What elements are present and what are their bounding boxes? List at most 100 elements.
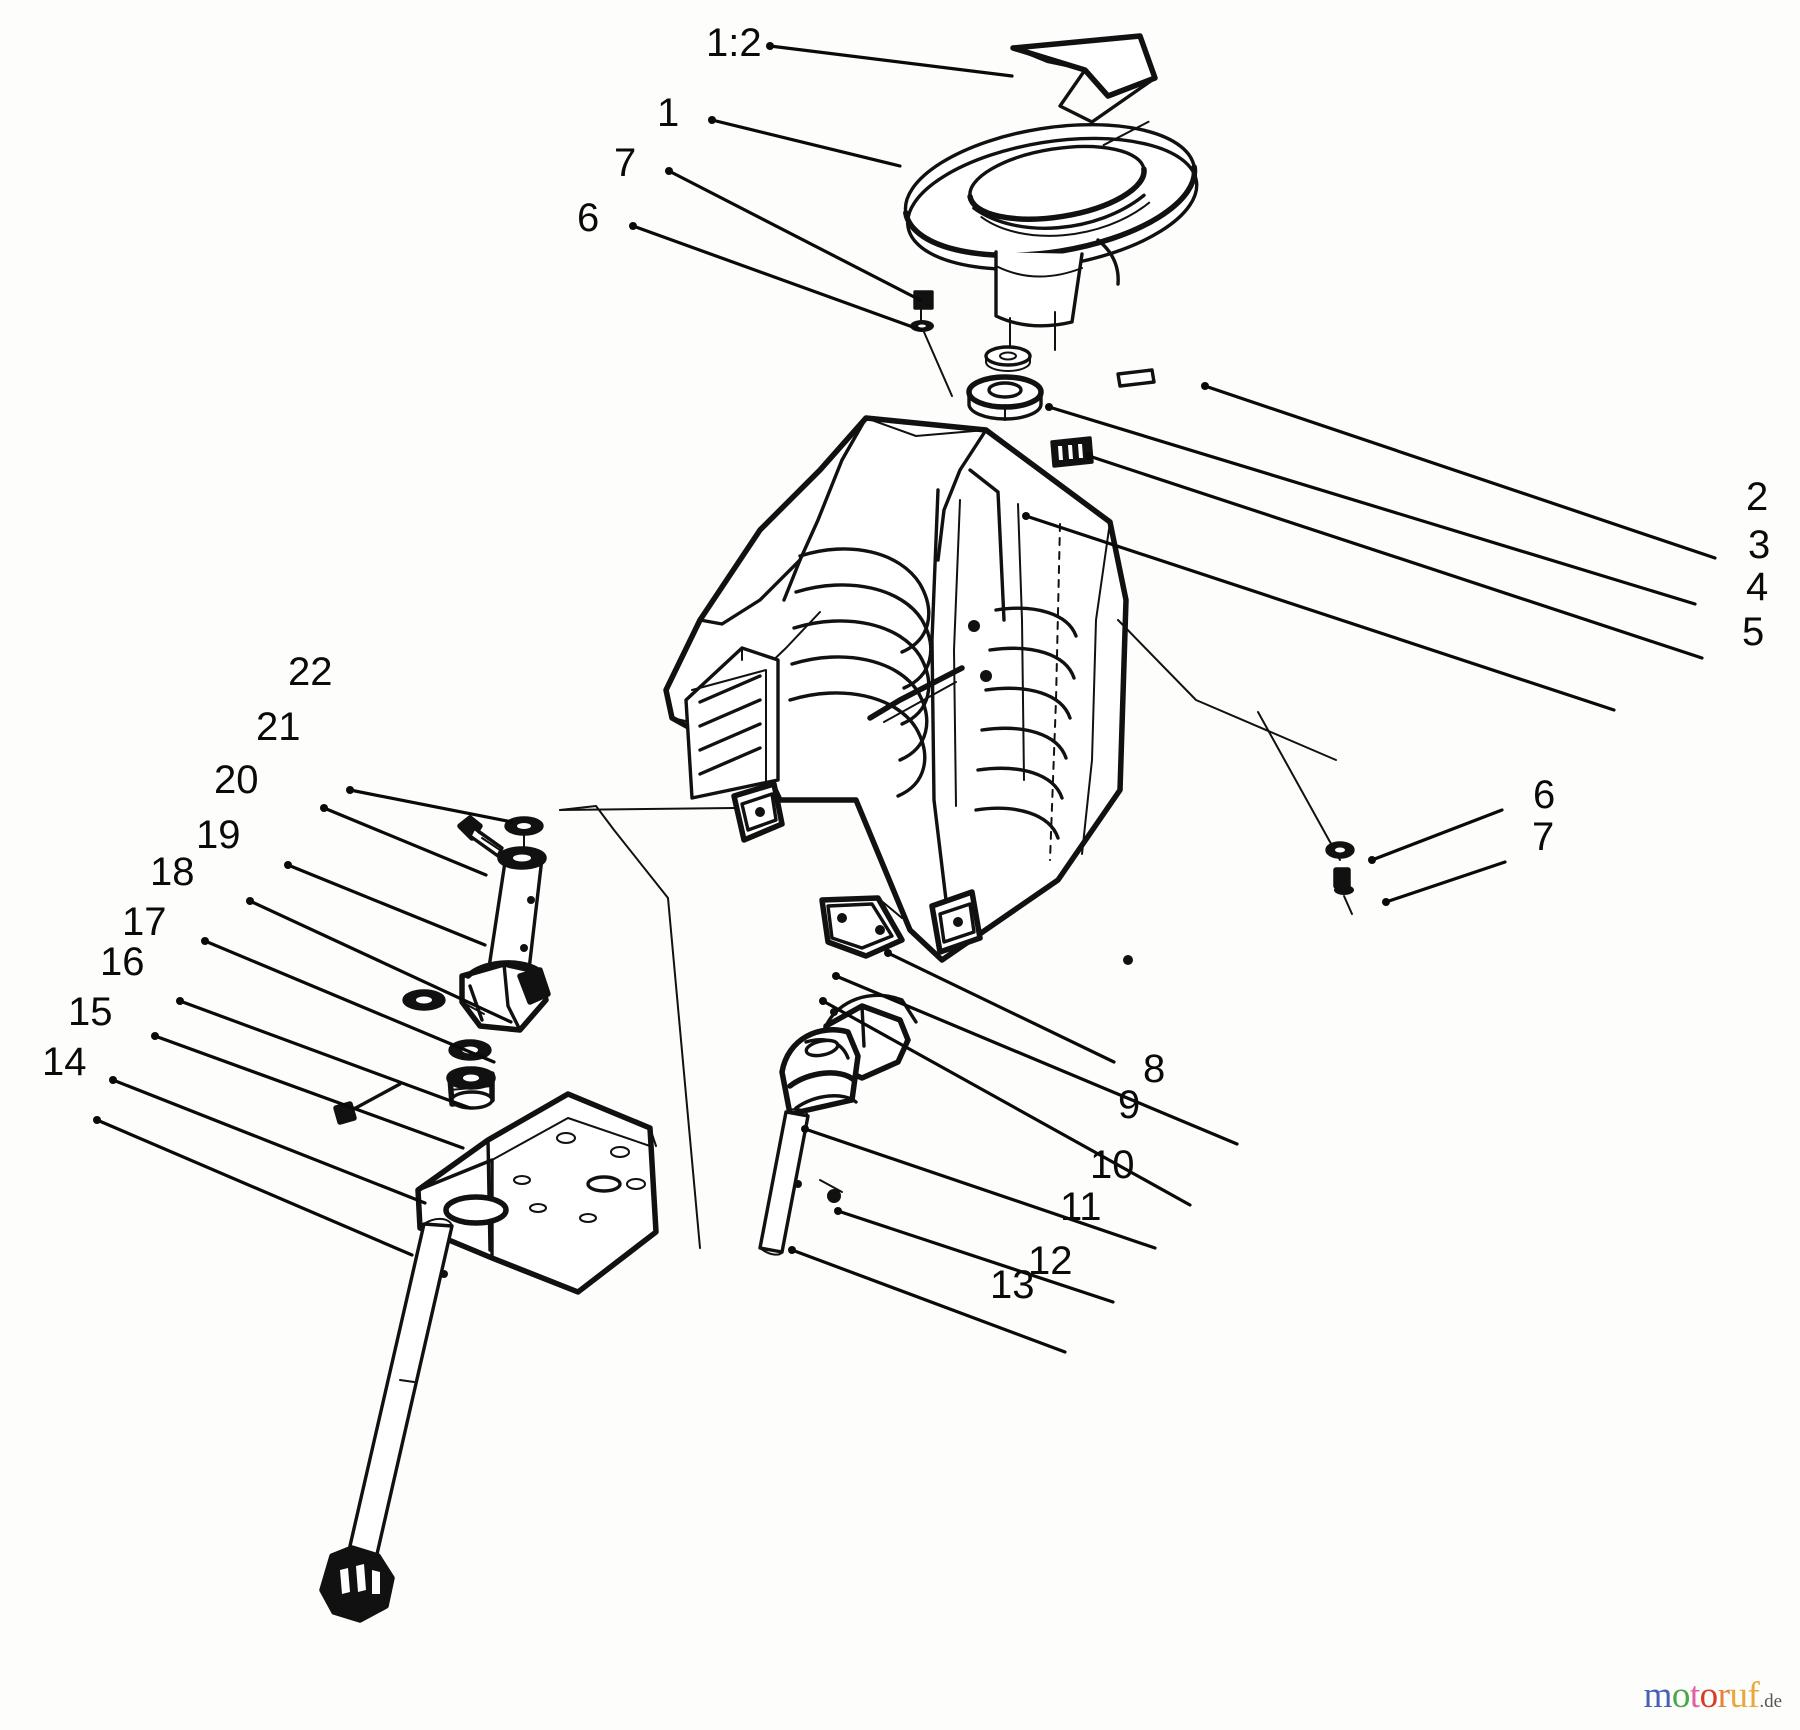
callout-number: 6 (577, 196, 599, 240)
leader-terminator-dot (834, 1207, 842, 1215)
leader-line (836, 1209, 1115, 1304)
callout-number: 9 (1118, 1083, 1140, 1127)
callout-number: 17 (122, 900, 167, 944)
leader-line (1370, 808, 1504, 862)
lower-washer-part (448, 1039, 492, 1061)
callout-13: 13 (788, 1246, 1067, 1354)
steering-wheel-group (903, 33, 1199, 351)
leader-terminator-dot (665, 167, 673, 175)
center-ribs (788, 547, 965, 798)
leader-line (322, 806, 488, 877)
leader-line (1384, 860, 1507, 904)
watermark-suffix: .de (1759, 1691, 1782, 1712)
support-bracket-part (819, 895, 918, 1081)
leader-terminator-dot (284, 861, 292, 869)
screw-part (457, 815, 504, 858)
leader-line (886, 951, 1116, 1064)
callout-number: 7 (1532, 815, 1554, 859)
leader-terminator-dot (1368, 856, 1376, 864)
callout-18: 18 (150, 850, 496, 1064)
callout-21: 21 (256, 705, 488, 877)
watermark-letter-1: o (1671, 1675, 1691, 1716)
callout-number: 3 (1748, 523, 1770, 567)
watermark-letter-2: t (1689, 1675, 1700, 1716)
upper-bolt-part (910, 290, 953, 397)
callout-9: 9 (832, 972, 1239, 1146)
shaft-spline-end (319, 1545, 395, 1623)
shaft-bushing-part (966, 374, 1044, 421)
leader-terminator-dot (884, 949, 892, 957)
leader-terminator-dot (1201, 382, 1209, 390)
callout-number: 5 (1742, 610, 1764, 654)
callout-number: 8 (1143, 1047, 1165, 1091)
callout-7: 7 (1382, 815, 1554, 906)
leader-line (1024, 514, 1616, 712)
callout-11: 11 (801, 1125, 1157, 1250)
callout-number: 22 (288, 650, 333, 694)
roll-pin-part (1116, 368, 1156, 388)
leader-line (203, 939, 496, 1064)
watermark-letter-4: r (1717, 1675, 1730, 1716)
leader-line (286, 863, 487, 947)
leader-line (790, 1248, 1067, 1354)
callout-8: 8 (884, 949, 1165, 1091)
leader-terminator-dot (151, 1032, 159, 1040)
fastener-stack (910, 290, 1156, 468)
console-reference-line (559, 805, 735, 1249)
leader-terminator-dot (629, 222, 637, 230)
leader-line (631, 224, 923, 332)
leader-line (153, 1034, 465, 1150)
callout-19: 19 (196, 813, 513, 1024)
leader-terminator-dot (246, 897, 254, 905)
leader-terminator-dot (801, 1125, 809, 1133)
leader-line (111, 1078, 427, 1205)
bushing-sleeve-part (779, 1027, 861, 1117)
callout-number: 13 (990, 1263, 1035, 1307)
leader-terminator-dot (819, 997, 827, 1005)
steering-shaft-part (319, 1218, 454, 1623)
callout-number: 7 (614, 141, 636, 185)
callout-number: 2 (1746, 475, 1768, 519)
motoruf-watermark: motoruf.de (1644, 1677, 1782, 1714)
leader-terminator-dot (201, 937, 209, 945)
watermark-letter-3: o (1699, 1675, 1719, 1716)
callout-1: 1 (657, 91, 902, 168)
callout-20: 20 (214, 758, 487, 947)
left-shaft-assembly (319, 815, 659, 1623)
callout-7: 7 (614, 141, 922, 302)
leader-line (667, 169, 922, 302)
mounting-plate-part (415, 1091, 659, 1295)
callout-number: 15 (68, 990, 113, 1034)
leader-terminator-dot (1085, 452, 1093, 460)
leader-line (95, 1118, 414, 1257)
leader-line (821, 999, 1192, 1207)
callout-16: 16 (100, 940, 465, 1150)
leader-terminator-dot (832, 972, 840, 980)
leader-line (768, 44, 1014, 78)
callout-number: 18 (150, 850, 195, 894)
leader-terminator-dot (708, 116, 716, 124)
leader-line (1047, 405, 1697, 606)
leader-line (348, 788, 514, 824)
watermark-letter-6: f (1747, 1675, 1760, 1716)
callout-number: 14 (42, 1040, 87, 1084)
callout-number: 21 (256, 705, 301, 749)
flange-bushing-part (1050, 436, 1094, 468)
callout-4: 4 (1085, 452, 1768, 660)
right-bracket-assembly (758, 895, 918, 1256)
leader-line (178, 999, 472, 1110)
callout-15: 15 (68, 990, 427, 1205)
leader-line (1203, 384, 1717, 560)
callout-3: 3 (1045, 403, 1770, 606)
lower-shaft-right-part (758, 1108, 843, 1256)
leader-line (803, 1127, 1157, 1250)
steering-wheel-cap-part (1010, 33, 1158, 124)
callout-14: 14 (42, 1040, 414, 1257)
callout-number: 1 (657, 91, 679, 135)
callout-number: 6 (1533, 773, 1555, 817)
leader-terminator-dot (788, 1246, 796, 1254)
right-ribs (974, 606, 1078, 840)
callout-5: 5 (1022, 512, 1764, 712)
